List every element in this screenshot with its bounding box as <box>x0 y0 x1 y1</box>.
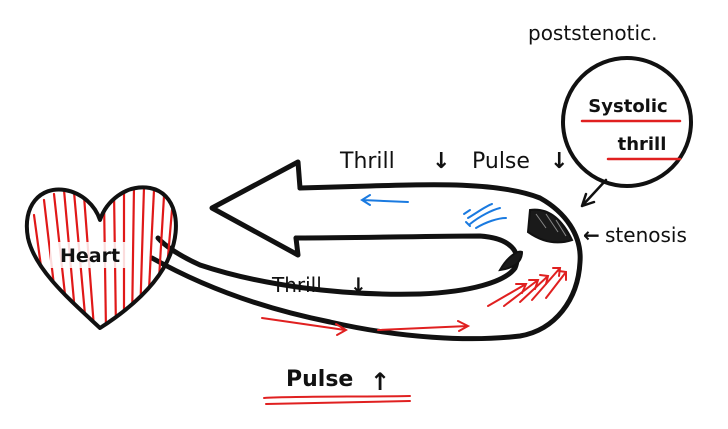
heart-outline <box>24 185 178 330</box>
systolic-label: Systolic <box>588 96 667 117</box>
thrill-label-bottom: Thrill <box>271 273 322 297</box>
flow-arrow-red <box>261 317 348 336</box>
thrill-down-arrow-top: ↓ <box>432 149 450 174</box>
stenosis-plaque-lower <box>498 250 524 272</box>
flow-arrow-blue <box>463 209 471 227</box>
stenosis-label: stenosis <box>605 223 687 247</box>
inner-labels: Thrill ↓ <box>271 273 367 297</box>
pulse-underline <box>263 395 411 405</box>
stenosis-plaque <box>498 208 574 272</box>
thrill-callout-label: thrill <box>618 134 667 155</box>
flow-arrow-blue <box>475 217 507 229</box>
callout-pointer-arrow <box>580 178 608 208</box>
flow-arrow-red <box>377 320 471 332</box>
flow-arrow-red <box>519 274 550 303</box>
flow-arrow-blue <box>360 194 409 206</box>
vessel-outer-wall <box>149 182 583 342</box>
pulse-up-arrow-bottom: ↑ <box>370 368 390 396</box>
callout-circle <box>561 56 693 188</box>
stenosis-plaque-upper <box>526 208 574 244</box>
heart-label: Heart <box>60 245 120 267</box>
heart: Heart <box>24 185 178 330</box>
flow-arrow-blue <box>467 203 493 219</box>
poststenotic-callout: poststenotic. Systolic thrill <box>528 21 693 208</box>
low-flow-arrows <box>360 194 507 229</box>
vessel <box>149 159 583 342</box>
bottom-labels: Pulse ↑ <box>263 367 411 405</box>
thrill-down-arrow-bottom: ↓ <box>350 273 367 297</box>
flow-arrow-blue <box>469 207 501 225</box>
stenosis-annotation: ← stenosis <box>583 223 687 247</box>
thrill-label-top: Thrill <box>339 149 395 174</box>
flow-arrow-red <box>531 267 562 301</box>
heart-label-bg <box>50 242 130 268</box>
stenosis-left-arrow: ← <box>583 223 600 247</box>
flow-arrow-red <box>545 270 567 299</box>
vessel-arrowhead <box>209 159 303 258</box>
vessel-inner-wall <box>155 233 520 297</box>
pulse-label-bottom: Pulse <box>286 367 353 392</box>
pulse-down-arrow-top: ↓ <box>550 149 568 174</box>
poststenotic-label: poststenotic. <box>528 21 657 45</box>
top-labels: Thrill ↓ Pulse ↓ <box>339 149 568 174</box>
high-flow-arrows <box>261 267 567 336</box>
pulse-label-top: Pulse <box>472 149 530 174</box>
